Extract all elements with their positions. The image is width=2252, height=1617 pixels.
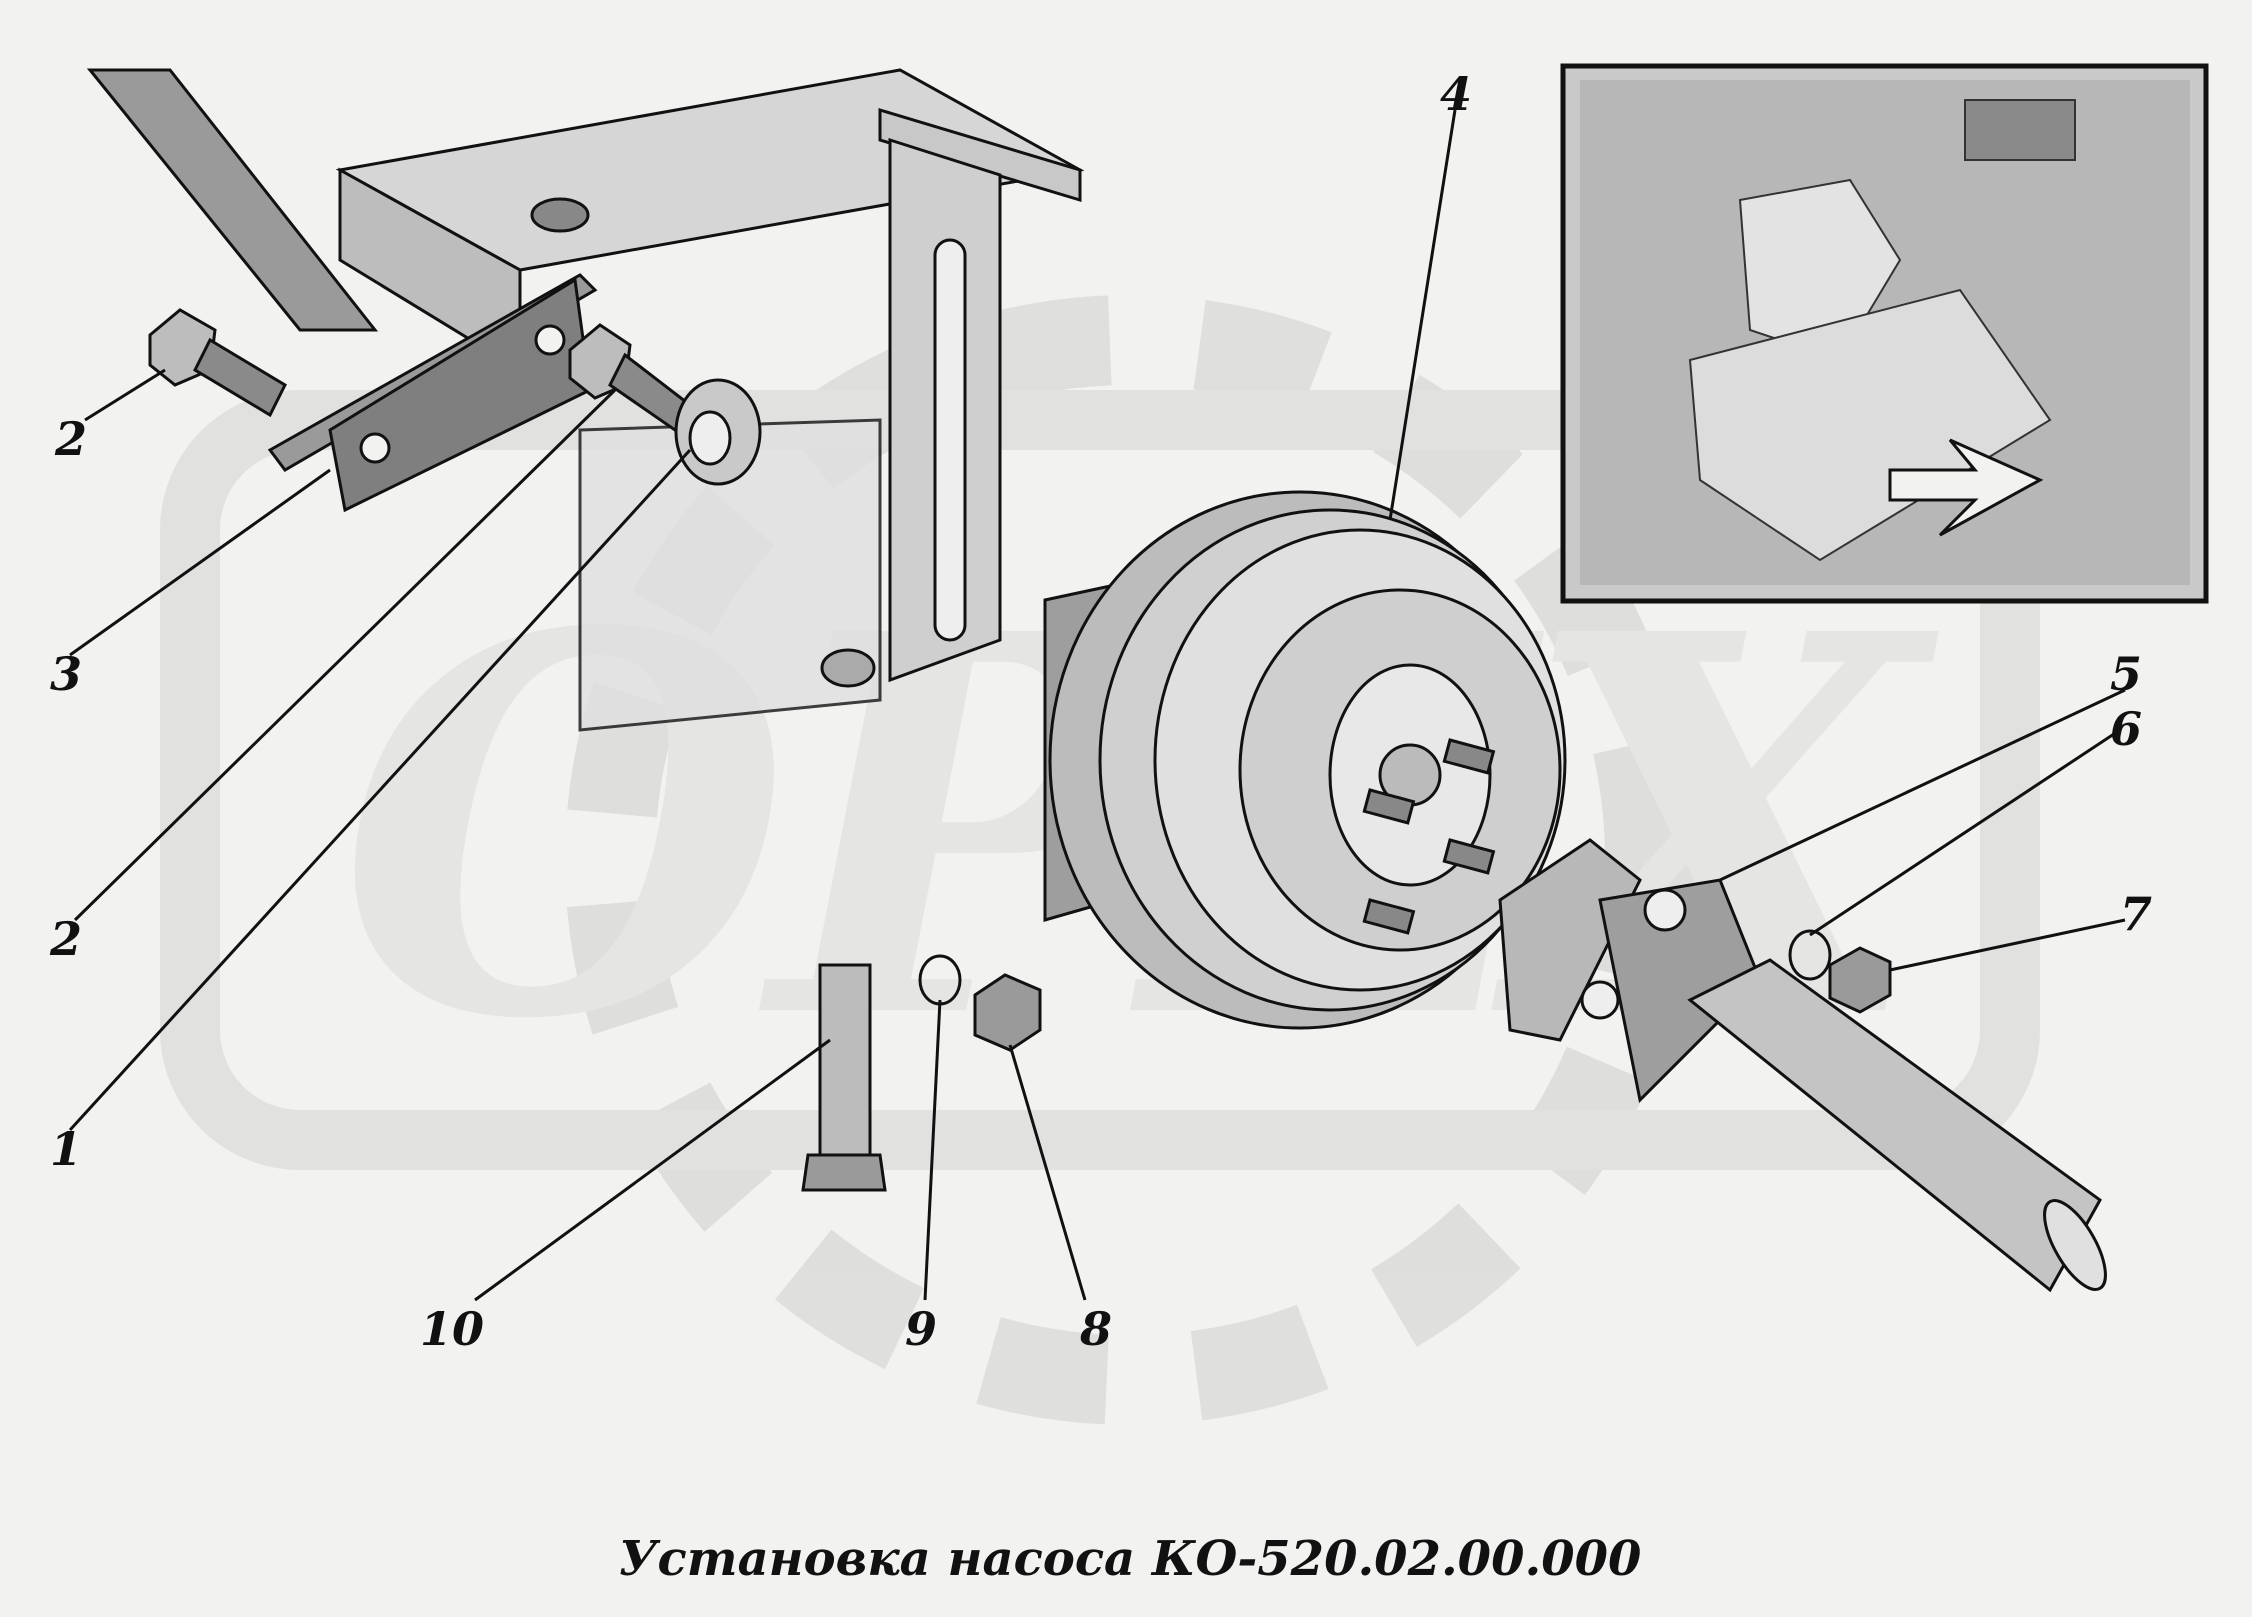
callout-6: 6 (2110, 702, 2142, 756)
lock-washer-right (1788, 929, 1832, 981)
callout-4: 4 (1440, 67, 1472, 121)
callout-labels: 2 3 2 1 4 5 6 7 10 9 8 (49, 67, 2152, 1356)
callout-3: 3 (50, 647, 82, 701)
callout-1: 1 (50, 1122, 82, 1176)
nut-right (1828, 946, 1892, 1014)
watermark-gear (565, 295, 1695, 1425)
callout-2-lower: 2 (49, 912, 82, 966)
watermark-frame (160, 390, 2040, 1170)
callout-10: 10 (420, 1302, 484, 1356)
figure-caption: Установка насоса КО-520.02.00.000 (619, 1531, 1642, 1587)
pump-pulley (1043, 490, 1567, 1030)
callout-8: 8 (1079, 1302, 1112, 1356)
leader-lines (68, 109, 2126, 1302)
nut-lower (973, 973, 1042, 1052)
inset-detail (1560, 63, 2209, 604)
frame-bracket (86, 68, 1085, 732)
callout-2-upper: 2 (54, 412, 87, 466)
callout-7: 7 (2120, 887, 2152, 941)
callout-5: 5 (2110, 647, 2142, 701)
callout-9: 9 (905, 1302, 937, 1356)
bolt-lower (801, 963, 887, 1192)
cardan-shaft (1498, 838, 2107, 1293)
bolt-upper (148, 308, 287, 418)
inset-arrow (1888, 438, 2044, 537)
